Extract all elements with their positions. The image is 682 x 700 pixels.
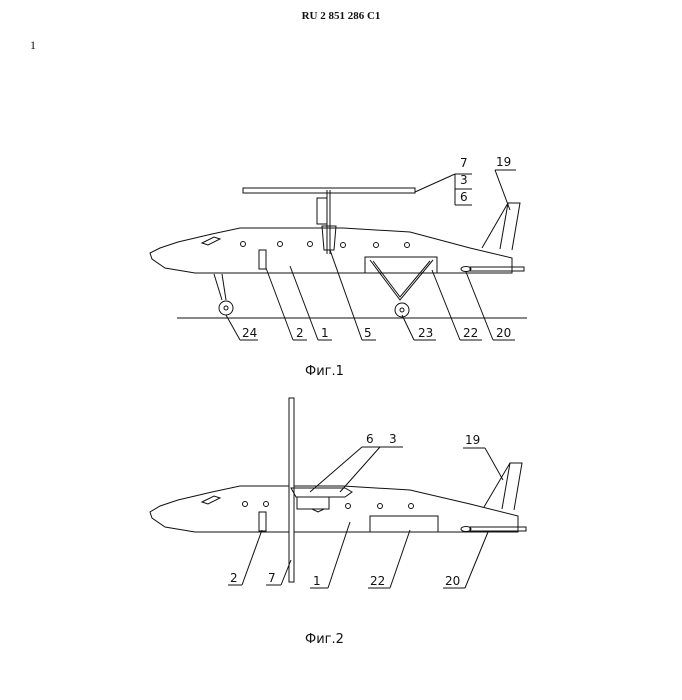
label-19: 19 (465, 433, 480, 447)
stabilizer (469, 266, 525, 272)
label-22: 22 (370, 574, 385, 588)
label-24: 24 (242, 326, 257, 340)
rotor-housing (316, 197, 328, 225)
tail-fin (483, 462, 523, 511)
label-5: 5 (364, 326, 372, 340)
rotor-nacelle (290, 487, 353, 498)
rotor-blade (288, 397, 295, 583)
front-wheel (218, 300, 234, 316)
label-20: 20 (496, 326, 511, 340)
door (258, 511, 267, 532)
publication-number: RU 2 851 286 C1 (301, 10, 381, 22)
mast-fairing (321, 225, 337, 251)
main-wheel (394, 302, 410, 318)
figure-1-caption: Фиг.1 (305, 364, 344, 379)
portholes (240, 241, 410, 248)
figure-2-caption: Фиг.2 (305, 632, 344, 647)
stabilizer-hinge (460, 266, 472, 272)
main-gear-struts-inner (372, 260, 431, 298)
label-1: 1 (313, 574, 321, 588)
cargo-bay (369, 515, 439, 533)
label-2: 2 (296, 326, 304, 340)
label-6: 6 (460, 190, 468, 204)
stabilizer-hinge (460, 526, 472, 532)
label-23: 23 (418, 326, 433, 340)
figure-1: 7 3 6 19 24 2 1 5 23 22 20 Фиг.1 (149, 155, 527, 379)
cockpit-window (200, 236, 222, 246)
stabilizer (469, 526, 527, 532)
label-6: 6 (366, 432, 374, 446)
label-7: 7 (460, 156, 468, 170)
main-gear-struts (369, 259, 434, 301)
label-3: 3 (460, 173, 468, 187)
main-gear-bay (364, 256, 438, 274)
fuselage (149, 485, 519, 533)
label-2: 2 (230, 571, 238, 585)
figure-2: 6 3 19 2 7 1 22 20 Фиг.2 (149, 397, 527, 647)
rotor-gearbox (296, 496, 330, 510)
label-22: 22 (463, 326, 478, 340)
tail-fin-line (499, 202, 509, 250)
tail-fin (481, 202, 521, 251)
label-1: 1 (321, 326, 329, 340)
label-7: 7 (268, 571, 276, 585)
front-gear-strut (213, 273, 227, 301)
page-number: 1 (30, 38, 36, 52)
label-20: 20 (445, 574, 460, 588)
portholes (242, 501, 414, 509)
fuselage (149, 227, 513, 274)
cockpit-window (200, 495, 222, 505)
rotor-blade (242, 187, 416, 194)
leader-line (414, 173, 456, 193)
label-3: 3 (389, 432, 397, 446)
label-19: 19 (496, 155, 511, 169)
door (258, 249, 267, 270)
